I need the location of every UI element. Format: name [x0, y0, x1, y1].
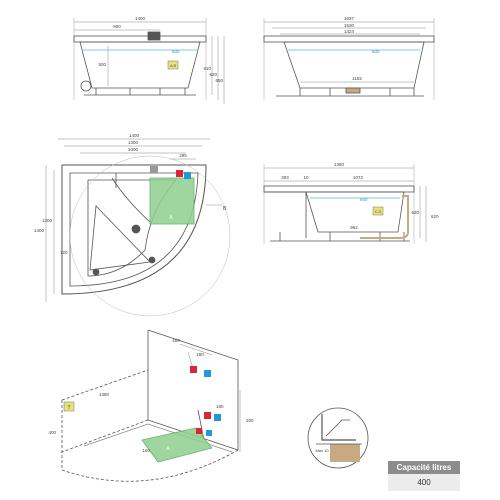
marker-cd-label: C-D: [375, 210, 382, 214]
section-dim-303: 303: [281, 175, 289, 180]
plan-view: [45, 138, 231, 317]
iso-dim-160: 160: [142, 448, 150, 453]
marker-cd: [372, 206, 384, 216]
capacity-box: Capacité litres 400: [388, 461, 460, 491]
marker-ab-label: A-B: [170, 64, 177, 68]
iso-valve-red-1: [190, 366, 197, 373]
section-dim-10: 10: [303, 175, 309, 180]
iso-dim-400-top: 400: [172, 338, 180, 343]
plan-dim-side-1400: 1400: [34, 228, 45, 233]
section-dim-1380: 1380: [334, 162, 345, 167]
side-view-right: [263, 18, 435, 100]
plan-label-a: A: [169, 215, 173, 221]
dim-1530: 1530: [344, 23, 355, 28]
water-tag-right: 600: [372, 49, 380, 54]
iso-dim-400-side: 400: [48, 430, 56, 435]
water-tag-section: 600: [360, 197, 368, 202]
capacity-value: 400: [388, 474, 460, 491]
section-dim-1072: 1072: [353, 175, 364, 180]
iso-zone-a: [141, 427, 213, 463]
plan-label-b: B: [223, 206, 227, 212]
capacity-label: Capacité litres: [388, 461, 460, 474]
plan-valve-red: [176, 170, 183, 177]
plan-valve-grey: [150, 166, 158, 173]
iso-dim-200: 200: [246, 418, 254, 423]
dim-1637: 1637: [344, 16, 355, 21]
section-view: [263, 164, 427, 244]
iso-valve-blue-2: [214, 414, 221, 421]
plan-dim-1400: 1400: [129, 133, 140, 138]
plan-valve-blue: [184, 172, 191, 179]
plan-dim-295: 295: [179, 153, 187, 158]
iso-marker-t-label: T: [67, 405, 70, 411]
iso-zone-a-label: A: [166, 446, 170, 452]
iso-valve-red-3: [196, 428, 202, 434]
side-view-left: [73, 18, 225, 104]
section-dim-620: 620: [431, 214, 439, 219]
dim-1424: 1424: [344, 29, 355, 34]
marker-ab: [167, 60, 179, 70]
iso-dim-180-b: 180: [216, 404, 224, 409]
plan-dim-720: 720: [60, 250, 68, 255]
dim-1400: 1400: [135, 16, 146, 21]
iso-marker-t: [63, 401, 75, 412]
dim-650: 650: [215, 78, 223, 83]
plan-dim-1300: 1300: [128, 140, 139, 145]
iso-valve-blue-1: [204, 370, 211, 377]
detail-label: Max 10: [315, 448, 329, 453]
dim-620: 620: [209, 72, 217, 77]
section-dim-630: 630: [411, 210, 419, 215]
dim-800: 800: [113, 24, 121, 29]
dim-500: 500: [98, 62, 106, 67]
iso-dim-180: 180: [196, 352, 204, 357]
iso-valve-blue-3: [206, 430, 212, 436]
detail-circle: [307, 407, 369, 469]
dim-610: 610: [203, 66, 211, 71]
iso-view: [61, 329, 241, 482]
section-dim-962: 962: [350, 225, 358, 230]
plan-dim-side-1300: 1300: [42, 218, 53, 223]
iso-valve-red-2: [204, 412, 211, 419]
plan-zone-a: [149, 177, 195, 225]
water-tag-left: 600: [172, 49, 180, 54]
iso-dim-1380: 1380: [99, 392, 110, 397]
dim-1182: 1182: [352, 76, 362, 81]
plan-dim-1000: 1000: [128, 147, 139, 152]
